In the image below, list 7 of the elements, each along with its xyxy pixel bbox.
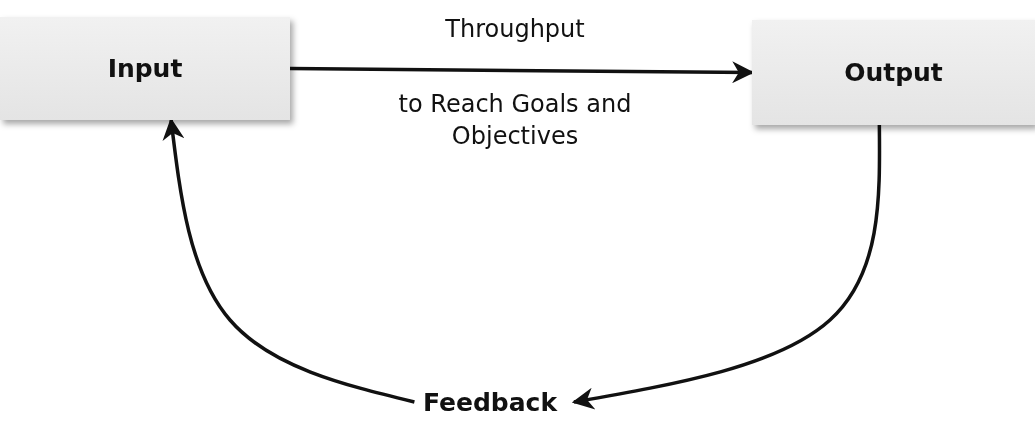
process-box xyxy=(752,20,1035,125)
box-label: Output xyxy=(844,58,943,87)
arrow xyxy=(571,125,882,410)
box-label: Input xyxy=(107,54,183,83)
node-label: Feedback xyxy=(422,387,558,417)
process-box xyxy=(0,17,290,120)
caption-text: to Reach Goals and Objectives xyxy=(397,89,633,153)
